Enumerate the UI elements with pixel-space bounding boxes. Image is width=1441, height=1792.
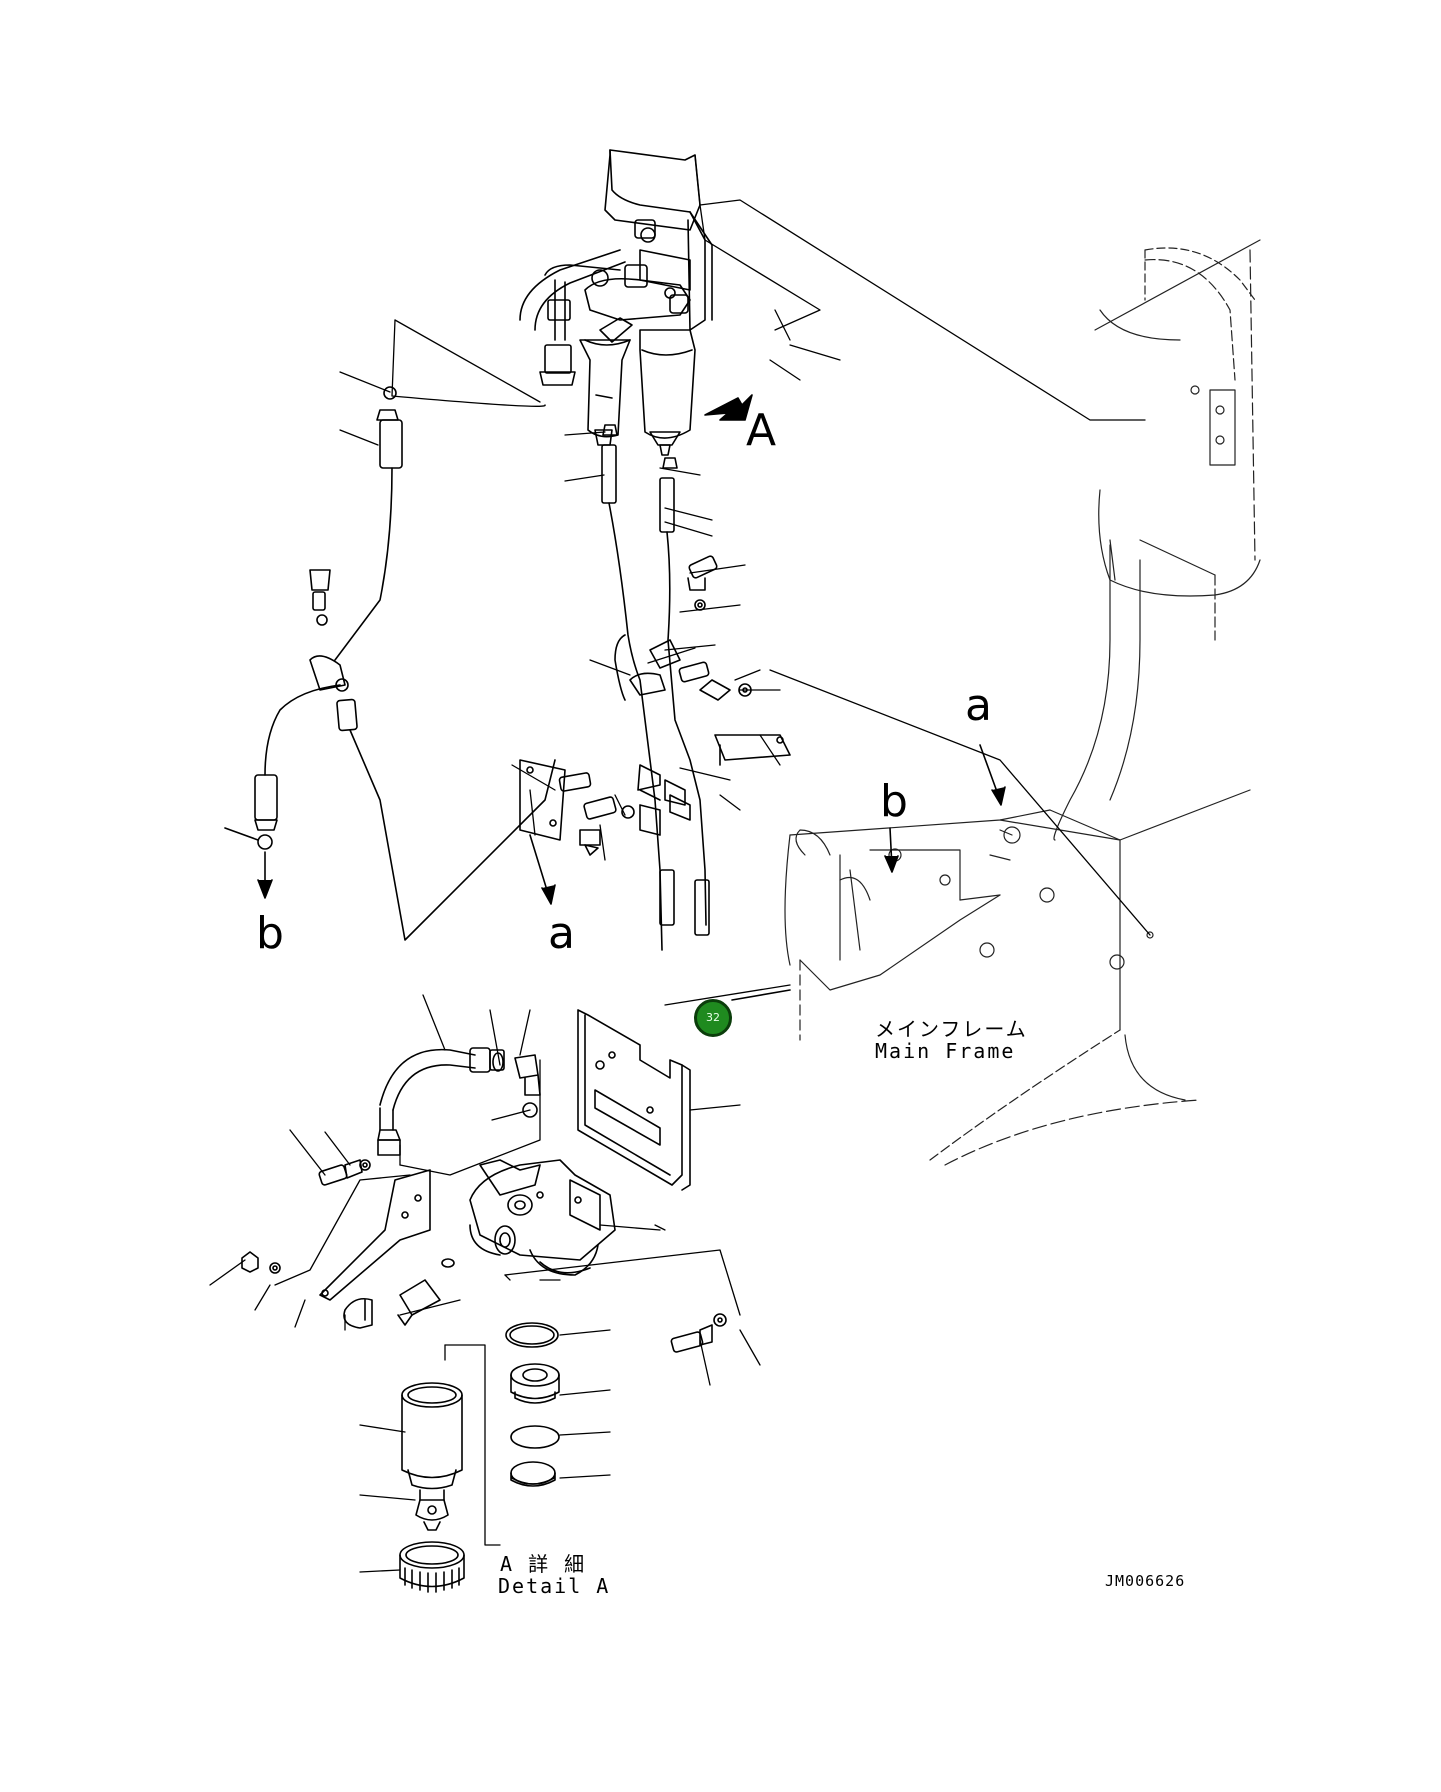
main-frame-outline [784, 239, 1261, 1166]
seals-rings-detail [505, 1322, 560, 1487]
connection-a-label-lower: a [548, 908, 575, 959]
callout-badge-32[interactable]: 32 [694, 999, 732, 1037]
leader-lines-upper [339, 154, 1151, 1006]
connection-arrows [257, 744, 1006, 905]
elbow-fittings-upper [591, 219, 689, 314]
clamps-bolts-upper [519, 555, 791, 856]
detail-a-label-jp: A 詳 細 [500, 1552, 587, 1576]
bolts-detail [241, 1159, 727, 1353]
view-arrow-a [704, 394, 753, 421]
hoses-vertical [601, 424, 710, 951]
main-frame-label-jp: メインフレーム [875, 1017, 1028, 1041]
drawing-code: JM006626 [1105, 1572, 1186, 1590]
hose-assembly-left [224, 386, 556, 941]
main-frame-label-en: Main Frame [875, 1039, 1016, 1063]
view-marker-a: A [746, 405, 777, 456]
detail-a-label-en: Detail A [498, 1574, 611, 1598]
mounting-plate-detail [577, 1009, 691, 1191]
detail-a-leaders [209, 994, 761, 1573]
connection-b-label-upper: b [880, 776, 908, 827]
fuel-hose-upper [539, 264, 621, 386]
fuel-filter-upper-right [639, 329, 696, 456]
connection-b-label-lower: b [256, 908, 284, 959]
hose-elbow-detail [377, 1047, 541, 1156]
bracket-detail [319, 1169, 431, 1329]
fuel-filter-upper-left [579, 277, 691, 446]
filter-head-detail [469, 1159, 616, 1276]
mounting-plate-upper [519, 149, 713, 331]
badge-leader [731, 989, 791, 1001]
connection-a-label-upper: a [965, 680, 992, 731]
filter-bowl-detail [399, 1382, 465, 1593]
